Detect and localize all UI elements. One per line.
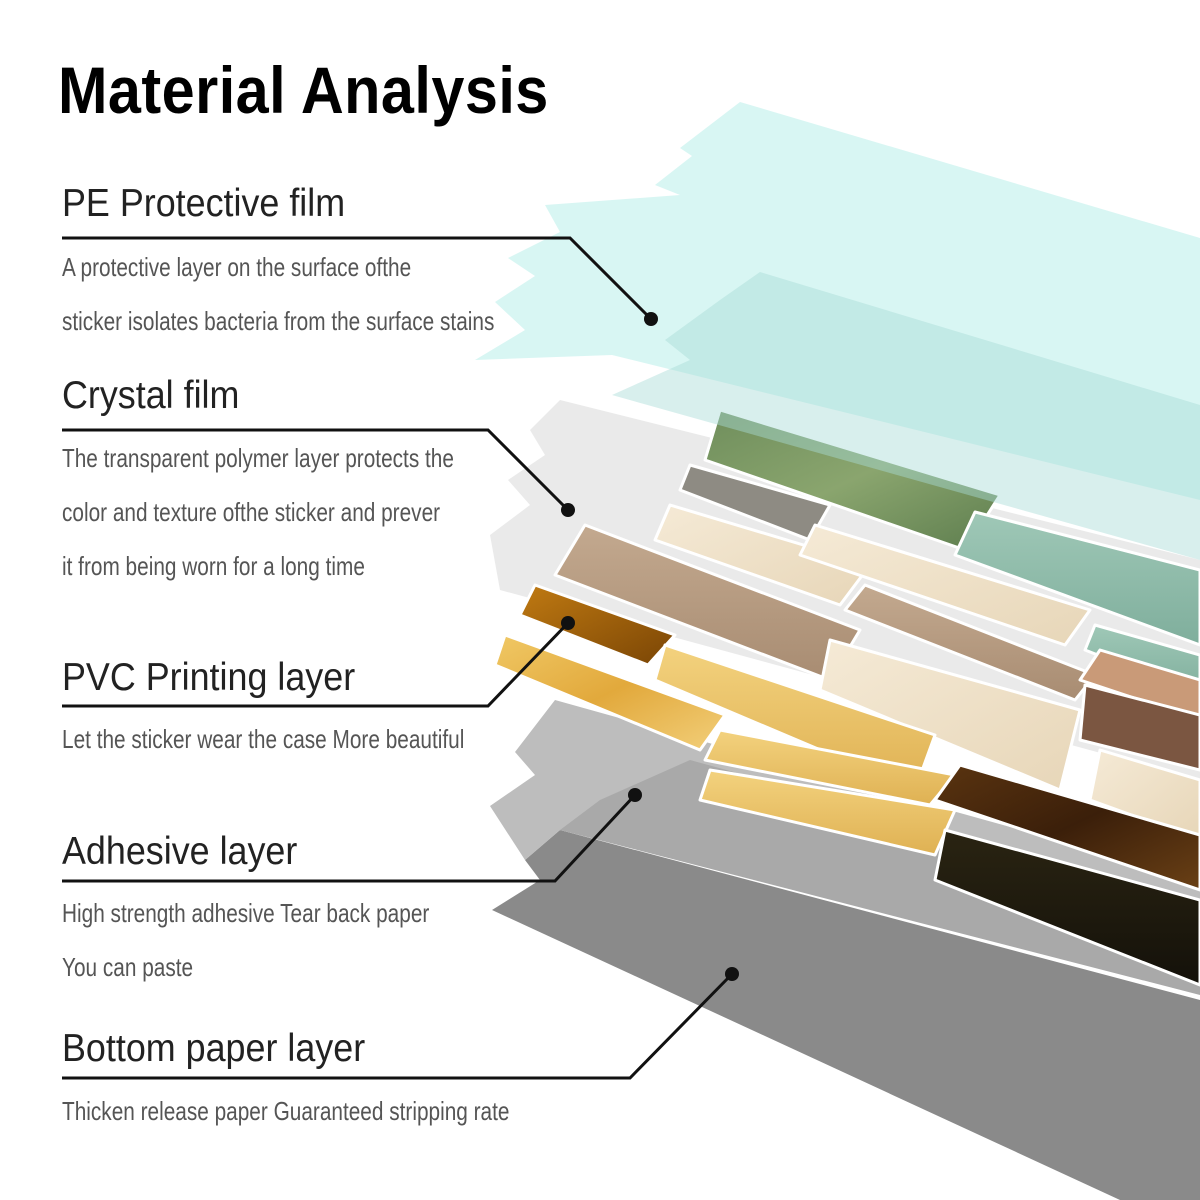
layer-description-pe-2: sticker isolates bacteria from the surfa… <box>62 308 602 334</box>
bottom-paper-sheet <box>492 830 1200 1200</box>
leader-line-pe <box>62 236 653 321</box>
layer-heading: Adhesive layer <box>62 830 298 873</box>
marker-dot-crystal <box>561 503 575 517</box>
layer-block-bottom: Bottom paper layer <box>62 1029 392 1068</box>
page-title: Material Analysis <box>58 53 549 127</box>
marker-dot-pvc <box>561 616 575 630</box>
description-line: Thicken release paper Guaranteed strippi… <box>62 1096 510 1126</box>
adhesive-sheet-dark <box>560 760 1200 995</box>
leader-line-bottom <box>62 972 734 1080</box>
leader-line-crystal <box>62 428 570 512</box>
layer-description-crystal-3: it from being worn for a long time <box>62 553 441 579</box>
crystal-film-overlay <box>612 272 1200 560</box>
description-line: The transparent polymer layer protects t… <box>62 443 454 473</box>
description-line: High strength adhesive Tear back paper <box>62 898 430 928</box>
layer-heading: Crystal film <box>62 374 240 417</box>
layer-block-pvc: PVC Printing layer <box>62 658 381 697</box>
description-line: You can paste <box>62 952 194 982</box>
layer-block-crystal: Crystal film <box>62 376 255 415</box>
layer-heading: PVC Printing layer <box>62 656 356 699</box>
layer-description-crystal-2: color and texture ofthe sticker and prev… <box>62 499 535 525</box>
pvc-printing-tiles <box>493 408 1200 987</box>
leader-line-pvc <box>62 621 570 708</box>
layer-description-bottom: Thicken release paper Guaranteed strippi… <box>62 1098 621 1124</box>
marker-dot-adhesive <box>628 788 642 802</box>
marker-dot-bottom <box>725 967 739 981</box>
description-line: color and texture ofthe sticker and prev… <box>62 497 441 527</box>
pe-protective-film-sheet <box>475 102 1200 500</box>
layer-description-pe: A protective layer on the surface ofthe <box>62 254 498 280</box>
layer-description-adhesive-2: You can paste <box>62 954 226 980</box>
leader-lines <box>62 236 734 1080</box>
description-line: it from being worn for a long time <box>62 551 365 581</box>
description-line: sticker isolates bacteria from the surfa… <box>62 306 495 336</box>
marker-dot-pe <box>644 312 658 326</box>
layer-block-adhesive: Adhesive layer <box>62 832 318 871</box>
layer-heading: Bottom paper layer <box>62 1027 366 1070</box>
leader-line-adhesive <box>62 793 637 883</box>
layer-block-pe: PE Protective film <box>62 184 370 223</box>
description-line: Let the sticker wear the case More beaut… <box>62 724 465 754</box>
layer-heading: PE Protective film <box>62 182 346 225</box>
layer-description-pvc: Let the sticker wear the case More beaut… <box>62 726 565 752</box>
layer-description-crystal: The transparent polymer layer protects t… <box>62 445 552 471</box>
layer-description-adhesive: High strength adhesive Tear back paper <box>62 900 521 926</box>
description-line: A protective layer on the surface ofthe <box>62 252 412 282</box>
